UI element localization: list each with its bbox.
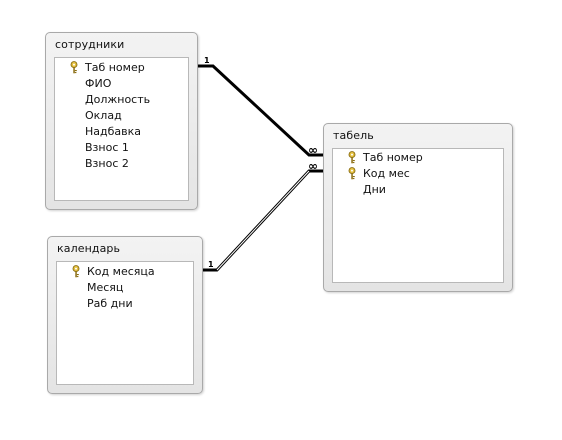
- field-row[interactable]: Код месяца: [57, 264, 193, 280]
- field-row[interactable]: ФИО: [55, 76, 188, 92]
- field-row[interactable]: Взнос 2: [55, 156, 188, 172]
- cardinality-many-label: ∞: [308, 159, 318, 173]
- table-window-employees[interactable]: сотрудники Таб номер ФИО Должность Оклад: [45, 32, 198, 210]
- cardinality-one-label: 1: [208, 260, 214, 269]
- field-name: Таб номер: [363, 151, 423, 164]
- field-name: Дни: [363, 183, 386, 196]
- field-row[interactable]: Таб номер: [333, 150, 503, 166]
- relationship-line-employees-timesheet[interactable]: [197, 64, 325, 157]
- field-row[interactable]: Дни: [333, 182, 503, 198]
- field-name: Надбавка: [85, 125, 142, 138]
- table-title: сотрудники: [55, 38, 125, 51]
- table-window-timesheet[interactable]: табель Таб номер: [323, 123, 513, 292]
- cardinality-one-label: 1: [204, 56, 210, 65]
- field-name: Оклад: [85, 109, 122, 122]
- field-name: Месяц: [87, 281, 124, 294]
- field-name: Должность: [85, 93, 151, 106]
- field-list[interactable]: Таб номер Код мес Дни: [332, 148, 504, 283]
- field-name: Взнос 2: [85, 157, 129, 170]
- table-title: табель: [333, 129, 374, 142]
- field-name: Раб дни: [87, 297, 133, 310]
- field-row[interactable]: Месяц: [57, 280, 193, 296]
- table-title: календарь: [57, 242, 121, 255]
- field-row[interactable]: Таб номер: [55, 60, 188, 76]
- key-icon: [72, 265, 80, 278]
- key-icon: [348, 167, 356, 180]
- cardinality-many-label: ∞: [308, 143, 318, 157]
- key-icon: [348, 151, 356, 164]
- field-name: Код месяца: [87, 265, 155, 278]
- field-name: Таб номер: [85, 61, 145, 74]
- relationship-line-calendar-timesheet[interactable]: [202, 169, 325, 272]
- field-row[interactable]: Оклад: [55, 108, 188, 124]
- field-row[interactable]: Взнос 1: [55, 140, 188, 156]
- field-row[interactable]: Должность: [55, 92, 188, 108]
- field-row[interactable]: Раб дни: [57, 296, 193, 312]
- field-name: Код мес: [363, 167, 410, 180]
- key-icon: [70, 61, 78, 74]
- field-name: ФИО: [85, 77, 112, 90]
- field-row[interactable]: Код мес: [333, 166, 503, 182]
- field-list[interactable]: Код месяца Месяц Раб дни: [56, 261, 194, 385]
- table-window-calendar[interactable]: календарь Код месяца Месяц Раб дни: [47, 236, 203, 394]
- field-row[interactable]: Надбавка: [55, 124, 188, 140]
- field-list[interactable]: Таб номер ФИО Должность Оклад Надбавка В…: [54, 57, 189, 201]
- field-name: Взнос 1: [85, 141, 129, 154]
- relationship-line-highlight: [216, 170, 310, 271]
